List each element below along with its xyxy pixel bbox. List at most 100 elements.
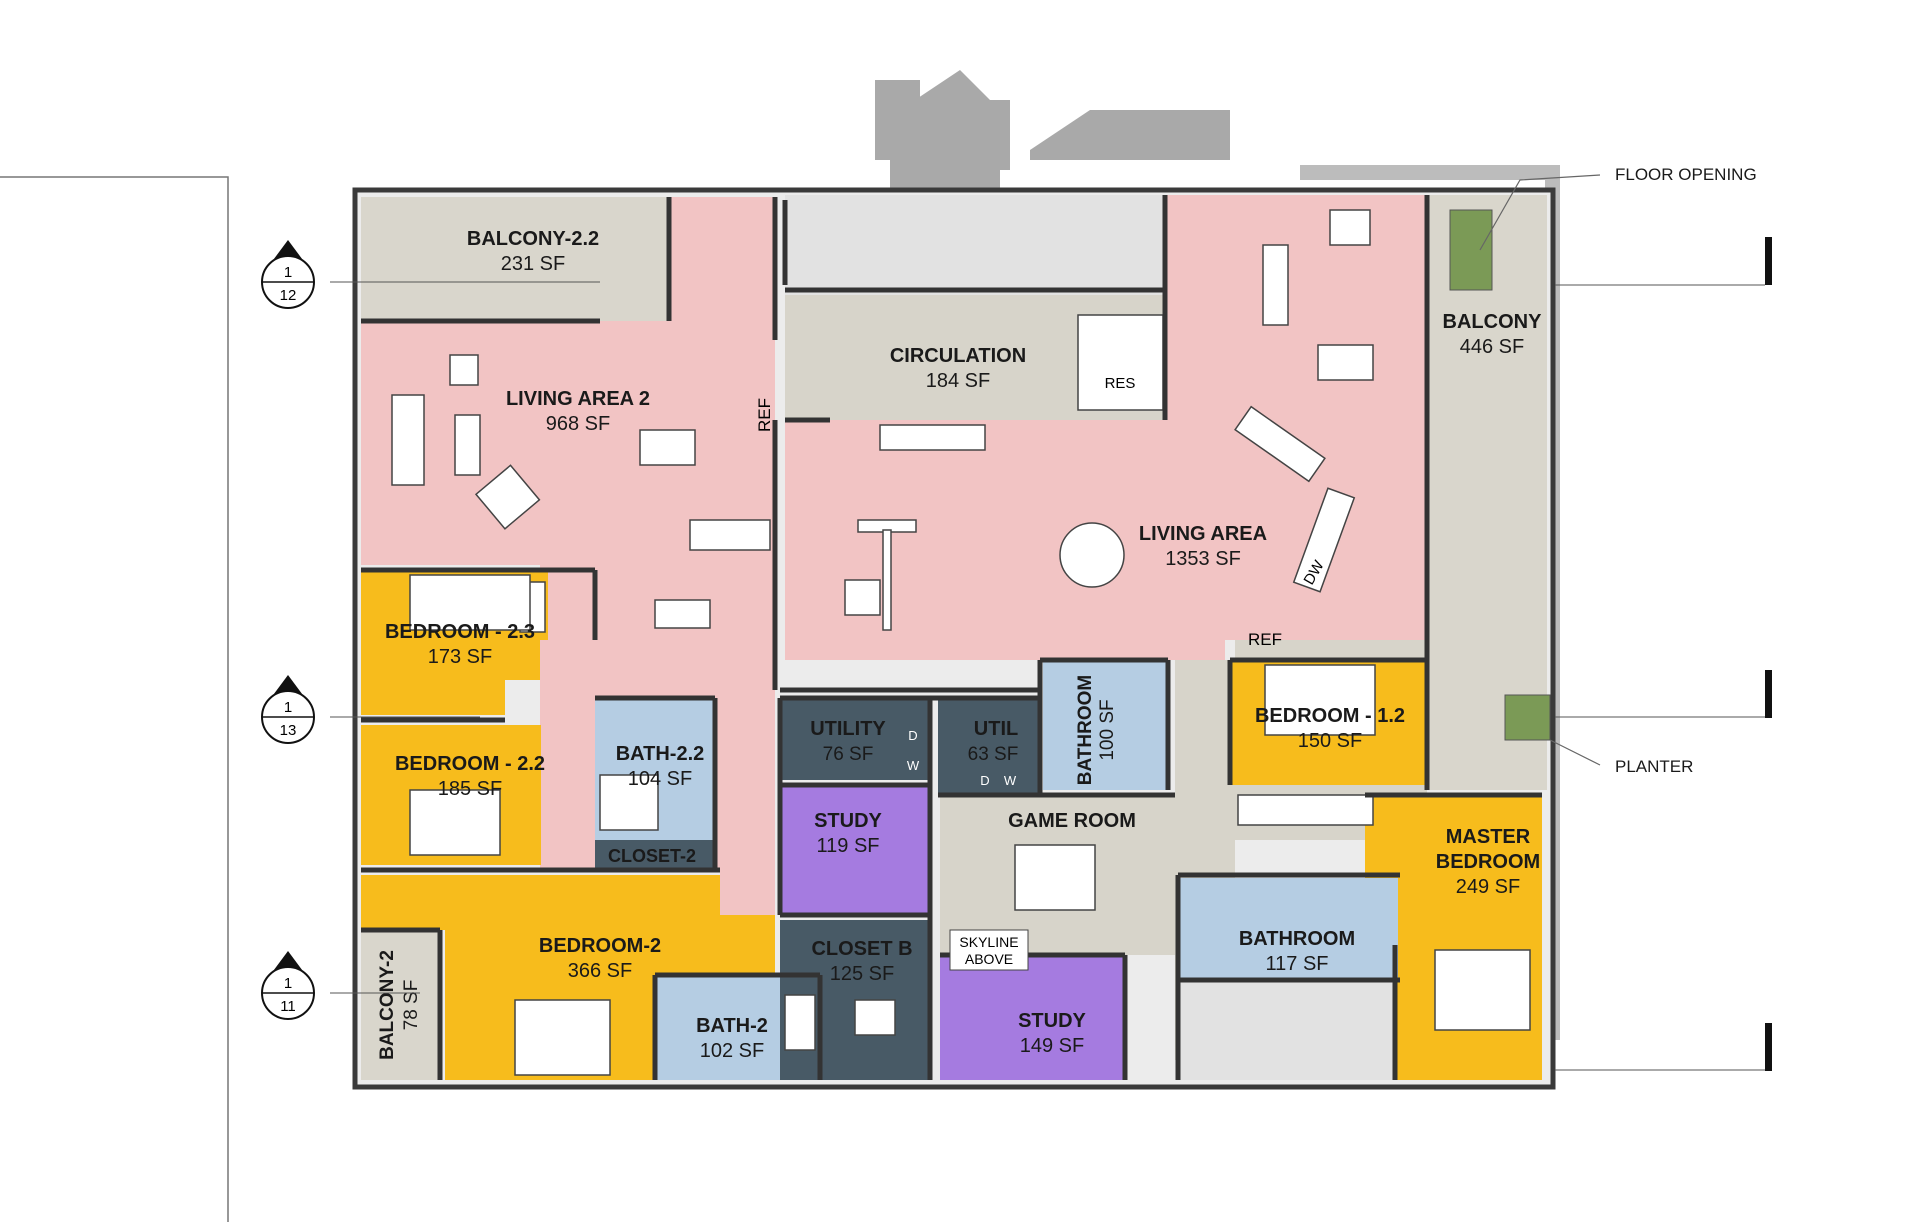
- bedroom-2-area: 366 SF: [568, 960, 632, 982]
- master-bedroom-name-1: MASTER: [1446, 826, 1531, 848]
- bath-22-name: BATH-2.2: [616, 743, 705, 765]
- svg-text:1: 1: [284, 264, 292, 281]
- dining-round-table: [1059, 522, 1125, 588]
- balcony-22-area: 231 SF: [501, 253, 565, 275]
- walls: [361, 195, 1542, 1080]
- dryer-label-2: D: [980, 773, 989, 788]
- fridge-res: [1077, 314, 1164, 411]
- balcony-2-area: [361, 930, 441, 1080]
- study-1-fill: [780, 785, 930, 915]
- floor-opening-label: FLOOR OPENING: [1615, 165, 1757, 184]
- svg-text:11: 11: [280, 998, 296, 1015]
- planter-label: PLANTER: [1615, 757, 1693, 776]
- game-room-name: GAME ROOM: [1008, 810, 1136, 832]
- bed-2: [514, 999, 611, 1076]
- washer-label-2: W: [1004, 773, 1017, 788]
- kitchen-island: [689, 519, 771, 551]
- kitchen-counter: [1234, 405, 1326, 483]
- util-name: UTIL: [974, 718, 1018, 740]
- living-area-2-area: 968 SF: [546, 413, 610, 435]
- section-marker-13: 1 13: [261, 675, 480, 744]
- closet-2-fill: [595, 840, 715, 870]
- room-labels: BALCONY-2.2 231 SF LIVING AREA 2 968 SF …: [377, 228, 1542, 1062]
- bed-23: [409, 574, 531, 631]
- bedroom-2-name: BEDROOM-2: [539, 935, 661, 957]
- closet-b-name: CLOSET B: [811, 938, 912, 960]
- svg-text:1: 1: [284, 699, 292, 716]
- study-2-fill: [940, 955, 1125, 1080]
- closet-2-name: CLOSET-2: [608, 846, 696, 866]
- bathroom-v-name: BATHROOM: [1075, 675, 1096, 785]
- sofa: [391, 394, 425, 486]
- balcony-22-name: BALCONY-2.2: [467, 228, 599, 250]
- bedroom-22-name: BEDROOM - 2.2: [395, 753, 545, 775]
- floor-opening-leader: [1479, 174, 1601, 251]
- bath-2-area: 102 SF: [700, 1040, 764, 1062]
- ottoman: [454, 414, 481, 476]
- skyline-tag: [949, 929, 1029, 971]
- site-boundary: [0, 176, 229, 1222]
- living-area-name: LIVING AREA: [1139, 523, 1267, 545]
- sofa-3: [1317, 344, 1374, 381]
- ref-label-1: REF: [755, 398, 774, 432]
- section-marker-12: 1 12: [261, 240, 600, 309]
- bathroom-v-fill: [1043, 660, 1168, 790]
- sofa-2: [1262, 244, 1289, 326]
- desk-leg: [882, 529, 892, 631]
- balcony-area: [1427, 195, 1547, 790]
- chair-2: [844, 579, 881, 616]
- bathroom-117-name: BATHROOM: [1239, 928, 1355, 950]
- util-fill: [938, 698, 1038, 793]
- bedroom-12-area: 150 SF: [1298, 730, 1362, 752]
- utility-fill: [780, 698, 930, 780]
- stair-bottom-fill: [1178, 980, 1398, 1080]
- callouts: FLOOR OPENING PLANTER: [1479, 165, 1772, 1071]
- skyline-label-2: ABOVE: [965, 951, 1013, 967]
- bedroom-23-name: BEDROOM - 2.3: [385, 621, 535, 643]
- ref-label-2: REF: [1248, 630, 1282, 649]
- pool-table: [1014, 844, 1096, 911]
- tv-bench: [879, 424, 986, 451]
- bedroom-2-fill: [361, 875, 775, 1080]
- planter-box: [1504, 694, 1551, 741]
- circulation-area: 184 SF: [926, 370, 990, 392]
- chair: [449, 354, 479, 386]
- utility-area: 76 SF: [823, 744, 874, 765]
- circulation-name: CIRCULATION: [890, 345, 1026, 367]
- svg-text:13: 13: [280, 722, 297, 739]
- study-1-name: STUDY: [814, 810, 882, 832]
- closet-b-box: [854, 999, 896, 1036]
- bathroom-v-area: 100 SF: [1097, 699, 1118, 760]
- bed-22: [409, 789, 501, 856]
- building-shadow: [875, 70, 1560, 1040]
- dining-table: [654, 599, 711, 629]
- utility-name: UTILITY: [810, 718, 886, 740]
- floor-opening-planter: [1449, 209, 1493, 291]
- svg-text:1: 1: [284, 975, 292, 992]
- master-bedroom-name-2: BEDROOM: [1436, 851, 1540, 873]
- study-2-area: 149 SF: [1020, 1035, 1084, 1057]
- stove: [639, 429, 696, 466]
- bathroom-117-fill: [1178, 878, 1398, 978]
- dryer-label-1: D: [908, 728, 917, 743]
- section-markers: 1 12 1 13 1 11: [261, 240, 600, 1020]
- bed-12: [1264, 664, 1376, 736]
- util-area: 63 SF: [968, 744, 1019, 765]
- svg-text:12: 12: [280, 287, 297, 304]
- planter-leader: [1549, 739, 1601, 766]
- furniture: [391, 209, 1531, 1076]
- bath-22-area: 104 SF: [628, 768, 692, 790]
- living-area-2-name: LIVING AREA 2: [506, 388, 650, 410]
- study-1-area: 119 SF: [817, 835, 880, 857]
- grid-tick-13: [1765, 670, 1772, 718]
- balcony-name: BALCONY: [1443, 311, 1543, 333]
- bath-2-name: BATH-2: [696, 1015, 768, 1037]
- shower-1: [599, 774, 659, 831]
- kitchen-counter-2: [1292, 487, 1356, 593]
- balcony-22-area: [361, 197, 669, 321]
- fixture-labels: REF REF RES DW W D D W SKYLINE ABOVE: [755, 375, 1328, 971]
- balcony-2-name: BALCONY-2: [377, 950, 398, 1060]
- lounge-chair: [474, 464, 541, 530]
- grid-tick-11: [1765, 1023, 1772, 1071]
